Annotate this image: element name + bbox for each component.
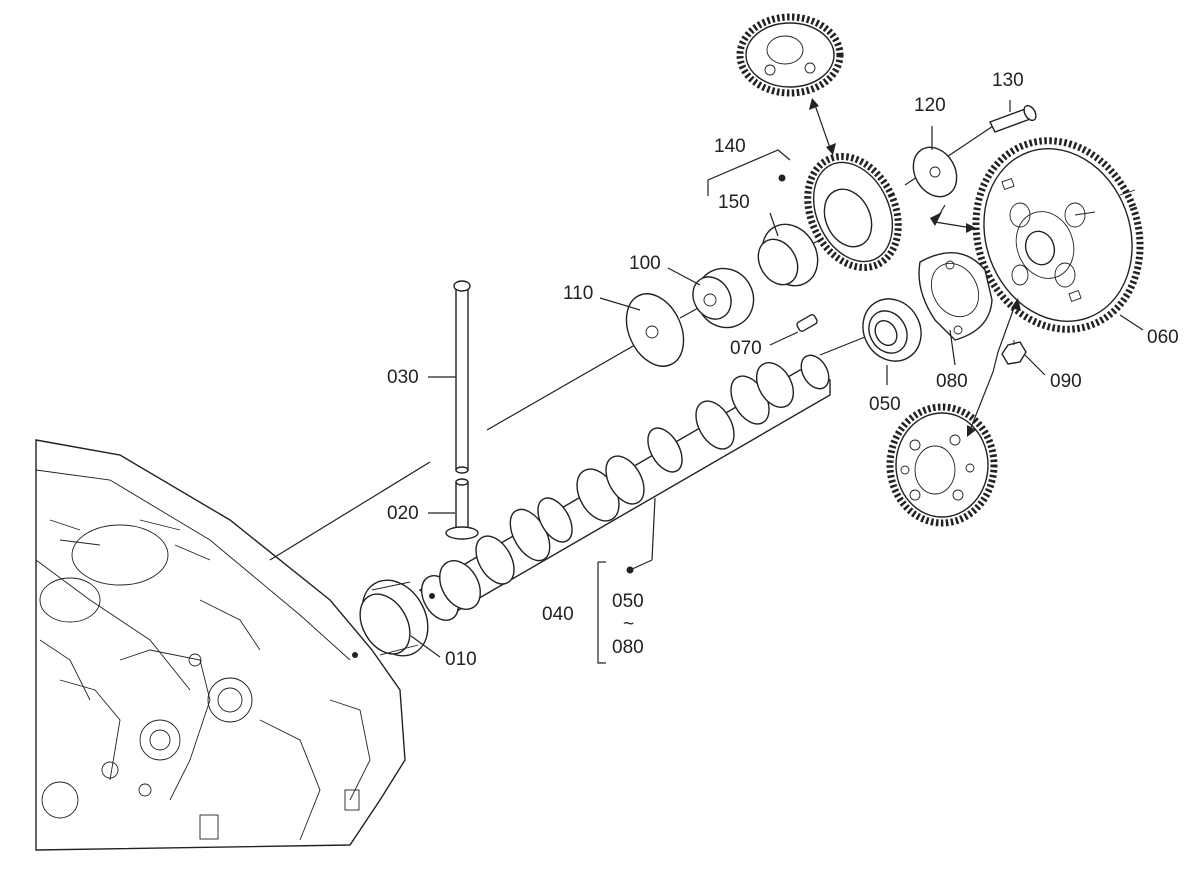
plate-110[interactable]: [615, 285, 694, 376]
label-140: 140: [714, 136, 746, 157]
bolt-130[interactable]: [989, 104, 1038, 133]
bushing-150[interactable]: [750, 214, 828, 295]
label-050: 050: [869, 394, 901, 415]
washer-120[interactable]: [905, 139, 966, 204]
push-rod-030[interactable]: [453, 280, 471, 474]
label-060: 060: [1147, 327, 1179, 348]
label-090: 090: [1050, 371, 1082, 392]
label-range-tilde: ~: [623, 614, 634, 635]
label-080-range-end: 080: [612, 637, 644, 658]
label-070: 070: [730, 338, 762, 359]
label-100: 100: [629, 253, 661, 274]
label-080: 080: [936, 371, 968, 392]
engine-block: [35, 439, 406, 851]
part-labels: 010 020 030 040 050 ~ 080 050 060 070 08…: [387, 70, 1179, 670]
key-070[interactable]: [796, 314, 818, 333]
label-110: 110: [563, 283, 593, 304]
bolt-090[interactable]: [1001, 340, 1027, 365]
camshaft-040[interactable]: [414, 350, 834, 626]
label-040: 040: [542, 604, 574, 625]
label-050-range-start: 050: [612, 591, 644, 612]
label-130: 130: [992, 70, 1024, 91]
tappet-020[interactable]: [445, 478, 479, 540]
label-010: 010: [445, 649, 477, 670]
idle-gear-140[interactable]: [790, 142, 915, 283]
cam-gear-060[interactable]: [950, 117, 1166, 352]
label-150: 150: [718, 192, 750, 213]
lower-gear: [886, 403, 998, 527]
label-120: 120: [914, 95, 946, 116]
mesh-arrows: [809, 98, 1021, 437]
upper-gear: [736, 13, 844, 97]
thrust-plate-080[interactable]: [918, 252, 993, 341]
collar-100[interactable]: [685, 258, 764, 338]
label-030: 030: [387, 367, 419, 388]
ball-bearing-050[interactable]: [852, 288, 932, 371]
label-020: 020: [387, 503, 419, 524]
label-leaders: [410, 100, 1144, 664]
